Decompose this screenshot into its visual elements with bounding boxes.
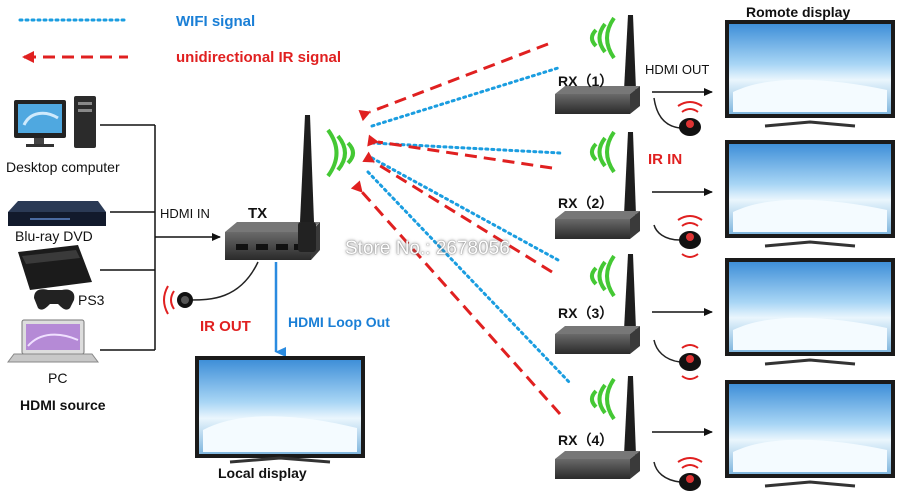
hdmi-out-arrows [652,88,713,436]
rx-4-label: RX（4） [558,432,614,448]
source-pc-label: PC [48,370,68,386]
desktop-computer-icon [14,96,96,148]
local-display-label: Local display [218,465,307,481]
rx-unit-1 [555,15,640,114]
wifi-links [366,66,572,385]
tx-wifi-waves [346,141,355,165]
rx-unit-4 [555,376,640,479]
source-ps3-label: PS3 [78,292,105,308]
hdmi-source-title: HDMI source [20,397,106,413]
source-bus [100,124,221,351]
local-display-tv [195,356,365,464]
ir-receivers [653,97,703,491]
source-bluray-label: Blu-ray DVD [15,228,93,244]
rx-2-label: RX（2） [558,195,614,211]
ir-out-label: IR OUT [200,318,251,335]
hdmi-in-label: HDMI IN [160,206,210,221]
store-watermark: Store No.: 2678056 [345,238,510,259]
remote-display-label: Romote display [746,4,851,20]
wifi-legend-label: WIFI signal [176,13,256,30]
bluray-player-icon [8,201,106,226]
ir-legend-label: unidirectional IR signal [176,49,342,66]
hdmi-loop-out-label: HDMI Loop Out [288,314,390,330]
hdmi-out-label: HDMI OUT [645,62,710,77]
tx-antenna [300,115,314,222]
rx-3-label: RX（3） [558,305,614,321]
remote-display-4 [725,380,895,488]
game-console-icon [18,245,92,310]
laptop-icon [7,319,99,363]
remote-display-3 [725,258,895,366]
rx-1-label: RX（1） [558,73,614,89]
legend [18,18,130,63]
tx-label: TX [248,205,268,222]
ir-links [350,42,562,415]
tx-device [225,115,355,260]
remote-display-2 [725,140,895,248]
rx-unit-3 [555,254,640,354]
rx-unit-2 [555,130,640,239]
remote-display-1 [725,20,895,128]
ir-emitter [163,261,259,315]
ir-in-label: IR IN [648,151,683,168]
source-desktop-label: Desktop computer [6,159,120,175]
ir-legend-arrowhead [22,51,34,63]
